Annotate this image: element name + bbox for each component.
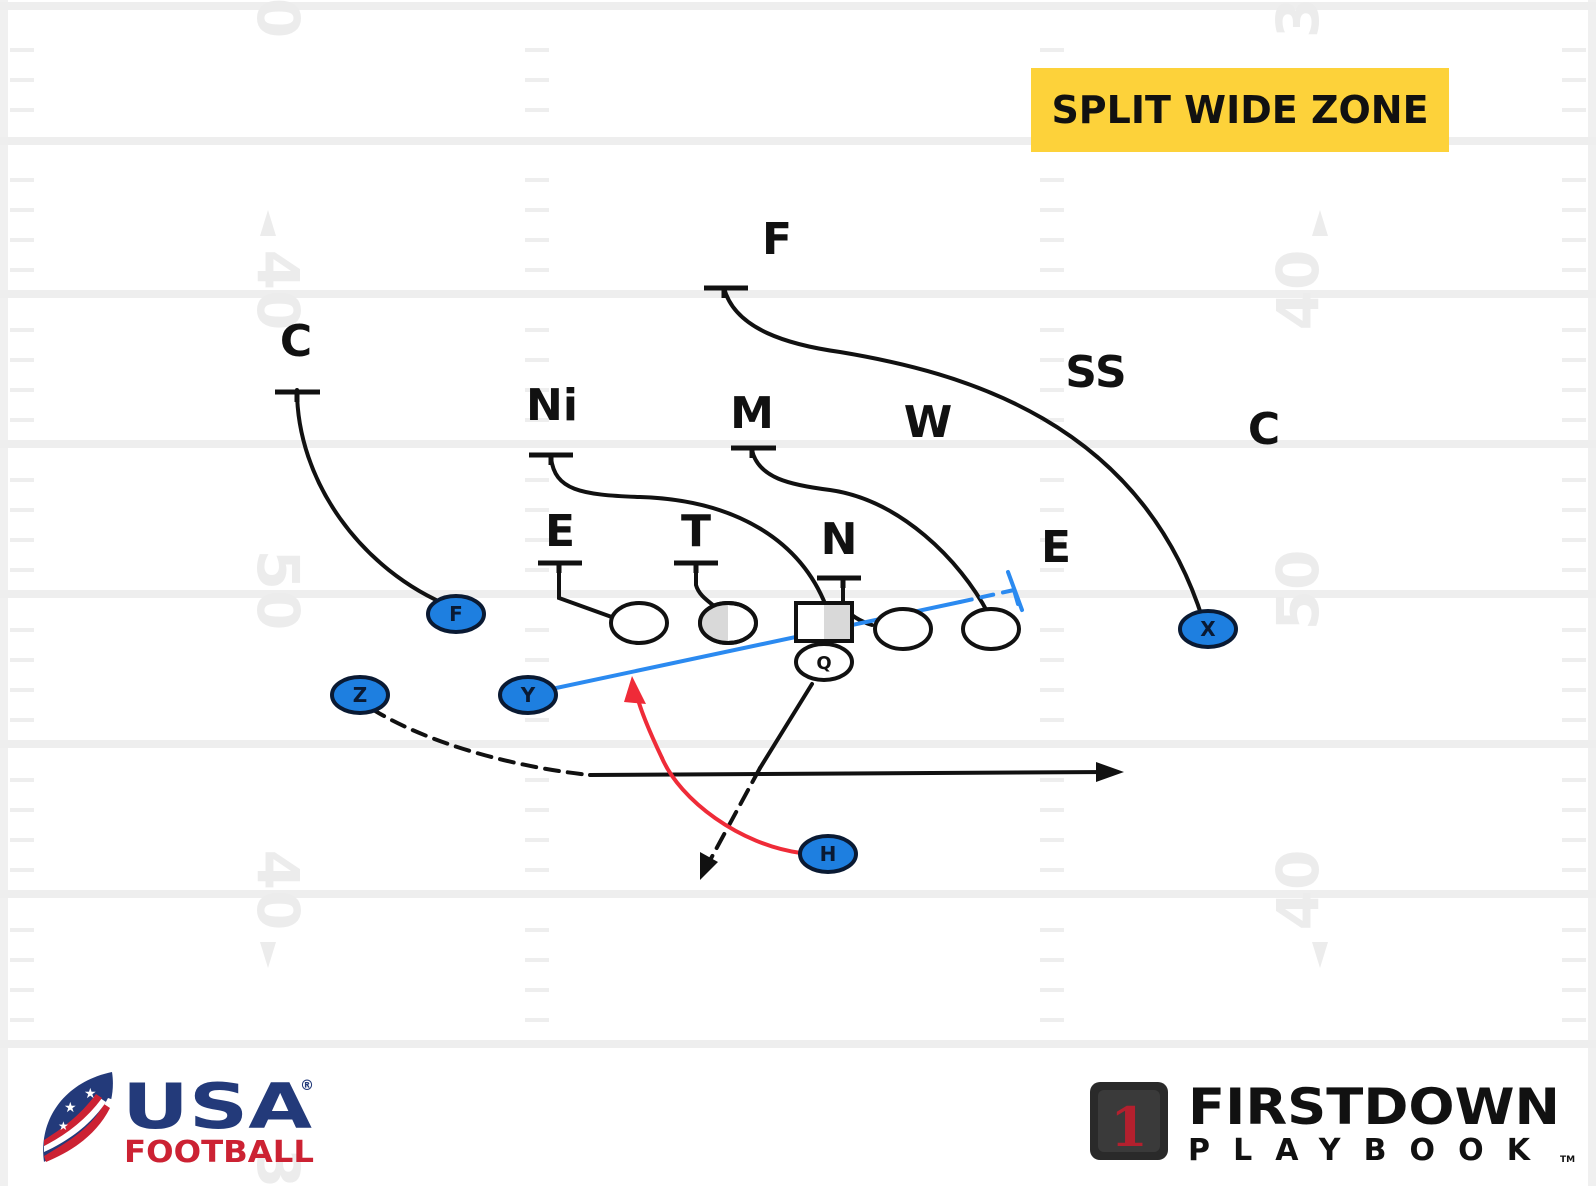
route-y-block-end xyxy=(1006,570,1024,612)
title-banner xyxy=(1031,68,1449,152)
marker-nose xyxy=(817,575,861,588)
defender-corner-right: C xyxy=(1248,404,1280,455)
svg-text:★: ★ xyxy=(64,1100,77,1116)
assignment-end-left xyxy=(557,563,622,622)
offensive-line xyxy=(609,601,1021,651)
left-guard xyxy=(698,601,758,645)
marker-fs xyxy=(704,285,748,298)
marker-mike xyxy=(731,445,776,458)
route-z-arrowhead xyxy=(1096,762,1124,782)
left-tackle xyxy=(609,601,669,645)
yard-number-right-3: 3 xyxy=(1264,0,1332,38)
player-f-label: F xyxy=(449,602,463,626)
yard-numbers-right: 3 40 50 40 xyxy=(1264,0,1332,968)
firstdown-logo-tm: TM xyxy=(1560,1155,1575,1165)
player-x-label: X xyxy=(1200,617,1216,641)
player-x: X xyxy=(1178,609,1238,649)
assignment-fs xyxy=(722,286,1205,622)
right-guard xyxy=(873,607,933,651)
yard-number-left-3: 3 xyxy=(244,1148,312,1186)
right-tackle xyxy=(961,607,1021,651)
player-y-label: Y xyxy=(520,683,536,707)
defender-will: W xyxy=(904,397,953,448)
marker-corner-left xyxy=(275,389,320,402)
defender-end-right: E xyxy=(1041,522,1071,573)
yard-number-left-0: 0 xyxy=(244,0,312,38)
usa-logo-reg: ® xyxy=(300,1078,314,1094)
assignment-corner-left xyxy=(295,388,454,609)
play-title: SPLIT WIDE ZONE xyxy=(1031,68,1449,152)
svg-text:★: ★ xyxy=(58,1119,69,1133)
route-z xyxy=(588,770,1112,777)
defender-markers xyxy=(275,285,861,588)
offense: F Z Y Q H X xyxy=(330,594,1238,874)
assignment-mike xyxy=(750,448,990,615)
route-h-arrowhead xyxy=(624,676,646,704)
route-qb xyxy=(758,682,814,770)
defender-end-left: E xyxy=(545,506,575,557)
marker-nickel xyxy=(529,452,573,465)
marker-end-left xyxy=(538,560,582,573)
player-h-label: H xyxy=(820,842,837,866)
yard-number-left-40-bottom: 40 xyxy=(244,850,312,931)
player-y: Y xyxy=(498,675,558,715)
title-text: SPLIT WIDE ZONE xyxy=(1051,88,1428,132)
usa-football-logo: ★ ★ ★ USA ® FOOTBALL xyxy=(43,1070,314,1170)
assignment-nickel xyxy=(549,456,828,608)
usa-logo-line2: FOOTBALL xyxy=(124,1135,314,1170)
direction-arrow-left-bottom xyxy=(260,942,276,968)
firstdown-playbook-logo: 1 FIRSTDOWN PLAYBOOK TM xyxy=(1090,1078,1575,1168)
yard-number-left-50: 50 xyxy=(244,550,312,631)
route-qb-dash xyxy=(706,766,762,866)
direction-arrow-right-top xyxy=(1312,210,1328,236)
svg-text:★: ★ xyxy=(84,1086,97,1102)
defenders: F C SS C Ni M W E T N E xyxy=(280,214,1280,573)
yard-number-right-40-top: 40 xyxy=(1264,250,1332,331)
defender-mike: M xyxy=(730,388,774,439)
route-z-motion xyxy=(370,707,592,777)
player-f: F xyxy=(426,594,486,634)
center xyxy=(794,601,854,643)
player-q-label: Q xyxy=(816,653,831,674)
direction-arrow-left-top xyxy=(260,210,276,236)
defender-fs: F xyxy=(762,214,792,265)
defender-tackle: T xyxy=(681,506,711,557)
route-y-block-dash xyxy=(958,588,1016,604)
firstdown-badge-icon: 1 xyxy=(1090,1082,1168,1160)
player-q: Q xyxy=(794,642,854,682)
firstdown-logo-line1: FIRSTDOWN xyxy=(1188,1078,1560,1136)
defender-nickel: Ni xyxy=(526,380,578,431)
defender-ss: SS xyxy=(1065,347,1126,398)
defender-nose: N xyxy=(821,514,858,565)
yard-numbers-left: 0 40 50 40 3 xyxy=(244,0,312,1186)
firstdown-logo-line2: PLAYBOOK xyxy=(1188,1133,1554,1168)
usa-football-ball-icon: ★ ★ ★ xyxy=(43,1072,114,1166)
yard-number-right-50: 50 xyxy=(1264,550,1332,631)
yard-number-right-40-bottom: 40 xyxy=(1264,850,1332,931)
yard-number-left-40-top: 40 xyxy=(244,250,312,331)
hash-marks xyxy=(10,48,1586,1022)
offensive-routes xyxy=(370,570,1124,880)
defender-corner-left: C xyxy=(280,316,312,367)
route-h-motion xyxy=(660,756,803,855)
route-qb-arrowhead xyxy=(700,852,718,880)
player-h: H xyxy=(798,834,858,874)
player-z: Z xyxy=(330,675,390,715)
direction-arrow-right-bottom xyxy=(1312,942,1328,968)
marker-tackle xyxy=(674,560,718,573)
usa-logo-line1: USA xyxy=(122,1070,312,1143)
firstdown-badge-number: 1 xyxy=(1110,1095,1148,1159)
yard-lines xyxy=(0,2,1596,1048)
player-z-label: Z xyxy=(353,683,368,707)
defensive-assignments xyxy=(295,286,1205,627)
